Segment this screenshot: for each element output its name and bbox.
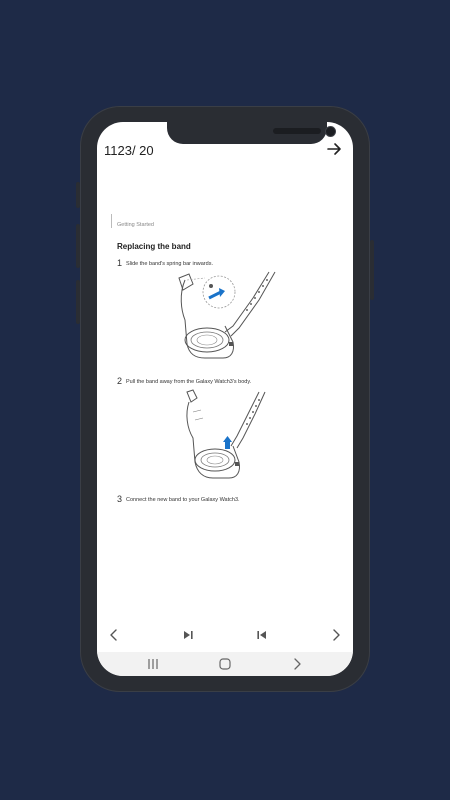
step-number: 3 xyxy=(117,494,123,504)
step-text: Connect the new band to your Galaxy Watc… xyxy=(126,497,240,503)
arrow-right-icon[interactable] xyxy=(325,140,343,158)
system-navigation-bar xyxy=(97,652,353,676)
spring-bar-illustration xyxy=(178,271,276,359)
step-text: Pull the band away from the Galaxy Watch… xyxy=(126,379,252,385)
recents-icon[interactable] xyxy=(146,657,160,671)
page-counter: 1123/ 20 xyxy=(104,143,154,158)
camera xyxy=(325,126,336,137)
page-heading: Replacing the band xyxy=(117,242,191,251)
step-text: Slide the band's spring bar inwards. xyxy=(126,261,213,267)
reader-navigation xyxy=(97,624,353,648)
reader-top-bar: 1123/ 20 xyxy=(97,140,353,164)
chevron-right-icon[interactable] xyxy=(329,628,343,642)
skip-previous-icon[interactable] xyxy=(255,628,269,642)
phone-screen: 1123/ 20 Getting Started Replacing the b… xyxy=(97,122,353,676)
section-tag: Getting Started xyxy=(117,222,154,228)
step-number: 2 xyxy=(117,376,123,386)
skip-next-icon[interactable] xyxy=(181,628,195,642)
chevron-left-icon[interactable] xyxy=(107,628,121,642)
section-divider xyxy=(111,214,112,228)
home-icon[interactable] xyxy=(218,657,232,671)
pull-band-illustration xyxy=(186,389,266,479)
phone-side-button xyxy=(76,224,80,268)
back-icon[interactable] xyxy=(290,657,304,671)
phone-side-button xyxy=(370,240,374,300)
speaker xyxy=(273,128,321,134)
phone-side-button xyxy=(76,182,80,208)
phone-side-button xyxy=(76,280,80,324)
step-number: 1 xyxy=(117,258,123,268)
notch xyxy=(167,122,336,144)
